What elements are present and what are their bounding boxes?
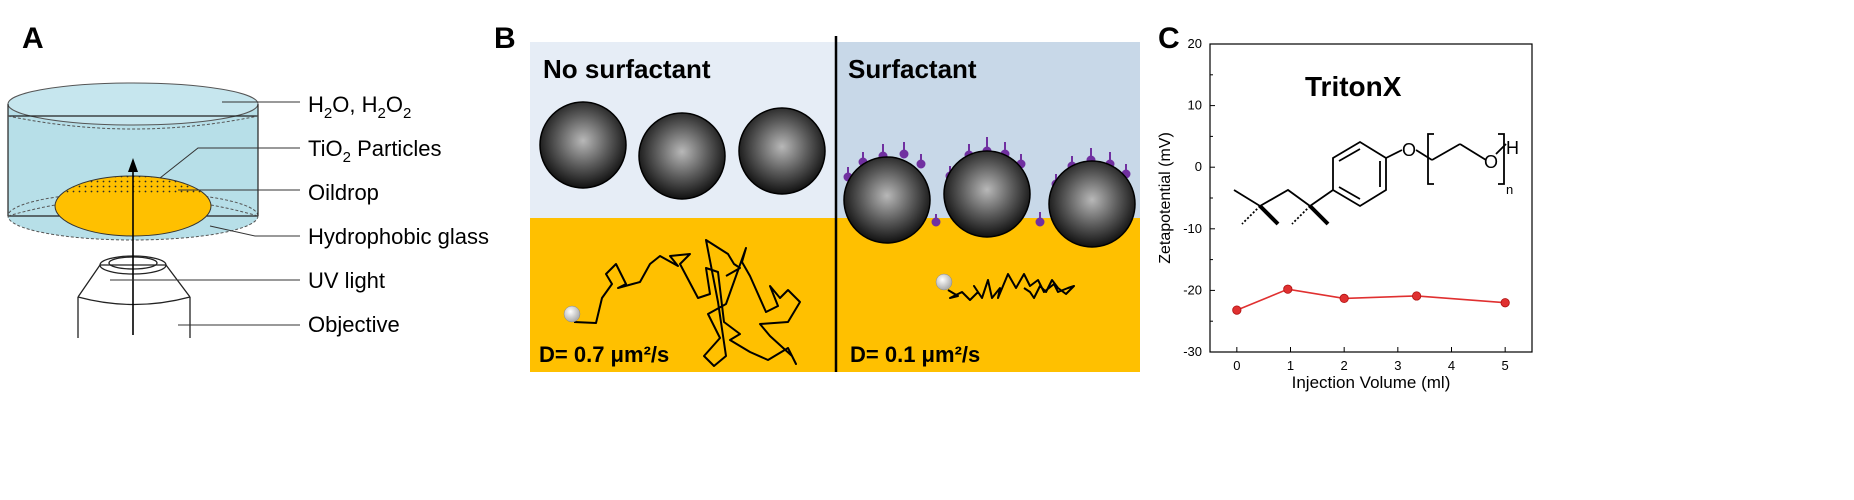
objective-label: Objective [308,312,400,337]
x-tick-label: 5 [1502,358,1509,373]
y-tick-label: 0 [1195,159,1202,174]
repeat-n-label: n [1506,182,1513,197]
glass-label: Hydrophobic glass [308,224,489,249]
x-axis-label: Injection Volume (ml) [1292,373,1451,392]
trajectory-left [573,239,801,367]
tracer-bead [935,273,953,291]
y-tick-label: 20 [1188,36,1202,51]
particle [638,112,726,200]
data-point [1412,291,1422,301]
y-tick-label: -20 [1183,282,1202,297]
particle [738,107,826,195]
oxygen-label-1: O [1402,140,1416,160]
diffusion-left: D= 0.7 μm²/s [539,342,669,367]
x-tick-label: 2 [1341,358,1348,373]
panel-a-diagram: H2O, H2O2 TiO2 Particles Oildrop Hydroph… [7,82,489,338]
data-point [1283,284,1293,294]
no-surfactant-title: No surfactant [543,54,711,84]
x-tick-label: 0 [1233,358,1240,373]
y-tick-label: -10 [1183,221,1202,236]
tio2-label: TiO2 Particles [308,136,441,166]
surfactant-title: Surfactant [848,54,977,84]
series-line [1236,288,1506,311]
diffusion-right: D= 0.1 μm²/s [850,342,980,367]
objective [77,255,191,338]
data-point [1500,298,1510,308]
x-tick-label: 3 [1394,358,1401,373]
panel-letter-a: A [22,22,44,55]
panel-letter-b: B [494,22,516,55]
particle [1048,160,1136,248]
water-label: H2O, H2O2 [308,92,411,122]
particle [539,101,627,189]
tracer-bead [563,305,581,323]
oxygen-label-2: O [1484,152,1498,172]
particle [843,156,931,244]
panel-b-diagram: No surfactant Surfactant D= 0.7 μm²/s D=… [530,36,1140,372]
trajectory-right [947,273,1075,301]
y-tick-label: 10 [1188,98,1202,113]
surfactant-molecules [843,137,1131,227]
data-point [1232,305,1242,315]
data-point [1339,293,1349,304]
x-tick-label: 1 [1287,358,1294,373]
uv-label: UV light [308,268,385,293]
zeta-chart: 0 1 2 3 4 5 -30 -20 -10 0 10 20 Injection Volume (… [1157,36,1533,392]
panel-a-leader-lines [110,101,300,326]
y-axis-label: Zetapotential (mV) [1157,132,1174,264]
y-tick-label: -30 [1183,344,1202,359]
tritonx-structure [1233,133,1507,226]
oildrop-label: Oildrop [308,180,379,205]
x-tick-label: 4 [1448,358,1455,373]
panel-letter-c: C [1158,22,1180,55]
particle [943,150,1031,238]
uv-light-arrow [128,158,138,335]
hydrogen-label: H [1506,138,1519,158]
chart-title: TritonX [1305,71,1402,102]
